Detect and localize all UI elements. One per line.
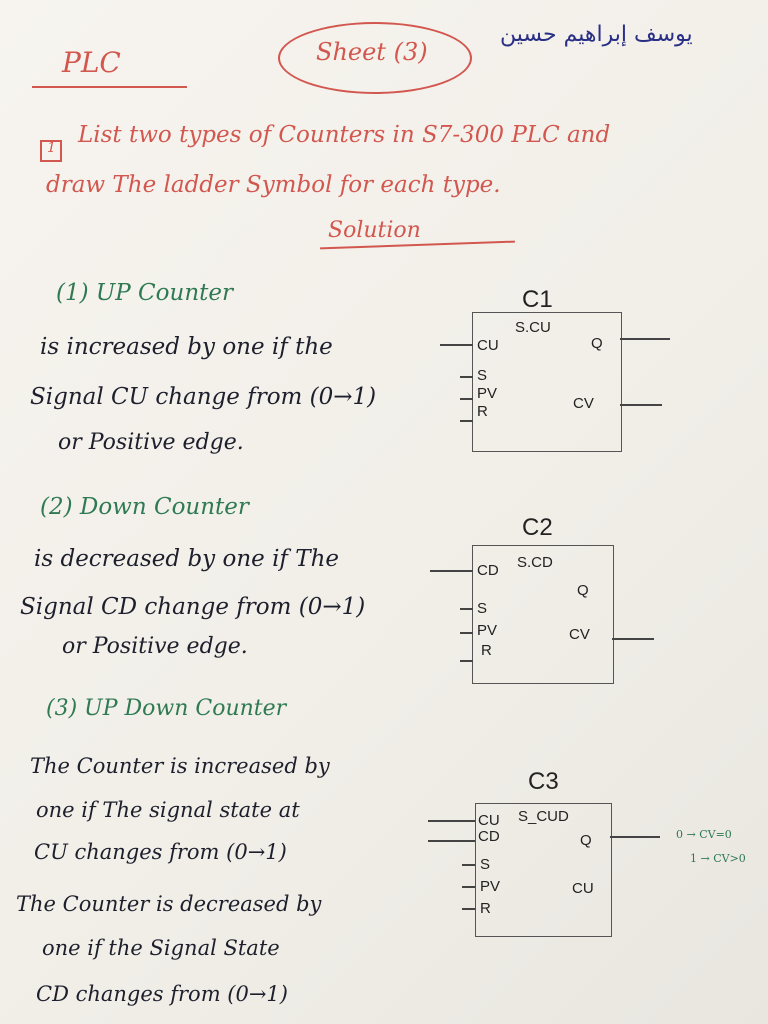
question-line-2: draw The ladder Symbol for each type. bbox=[46, 172, 501, 198]
c3-note-2: 1 → CV>0 bbox=[690, 852, 746, 865]
signature: يوسف إبراهيم حسين bbox=[500, 22, 693, 47]
c3-note-1: 0 → CV=0 bbox=[676, 828, 732, 841]
c3-pin-r bbox=[462, 908, 475, 910]
c3-pin-s bbox=[462, 864, 475, 866]
counter-c1-name: C1 bbox=[522, 286, 553, 313]
counter-c2-name: C2 bbox=[522, 514, 553, 541]
section-1-line-1: is increased by one if the bbox=[40, 334, 333, 360]
c3-pin-q bbox=[610, 836, 660, 838]
c1-out-cv: CV bbox=[573, 395, 594, 412]
section-1-title: (1) UP Counter bbox=[56, 280, 233, 306]
c2-pin-r bbox=[460, 660, 473, 662]
title-underline bbox=[32, 86, 187, 88]
section-3-line-1: The Counter is increased by bbox=[30, 754, 330, 778]
section-3-line-2: one if The signal state at bbox=[36, 798, 300, 822]
counter-c2-block: S.CD CD S PV R Q CV bbox=[472, 545, 614, 684]
c3-pin-cu bbox=[428, 820, 475, 822]
c1-pin-pv bbox=[460, 398, 473, 400]
c1-pin-r bbox=[460, 420, 473, 422]
c2-pin-pv bbox=[460, 632, 473, 634]
section-3-line-5: one if the Signal State bbox=[42, 936, 280, 960]
c3-in-cu: CU bbox=[478, 812, 500, 829]
c3-in-s: S bbox=[480, 856, 491, 873]
c1-in-r: R bbox=[477, 403, 488, 420]
c2-in-pv: PV bbox=[477, 622, 498, 639]
c3-type: S_CUD bbox=[518, 808, 569, 825]
c2-in-s: S bbox=[477, 600, 488, 617]
counter-c3-name: C3 bbox=[528, 768, 559, 795]
section-3-line-4: The Counter is decreased by bbox=[16, 892, 322, 916]
question-number-box: 1 bbox=[40, 140, 62, 162]
counter-c3-block: S_CUD CU CD S PV R Q CU bbox=[475, 803, 612, 937]
section-2-line-3: or Positive edge. bbox=[62, 634, 248, 659]
section-1-line-3: or Positive edge. bbox=[58, 430, 244, 455]
c2-pin-cv bbox=[612, 638, 654, 640]
c2-out-cv: CV bbox=[569, 626, 590, 643]
sheet-label: Sheet (3) bbox=[316, 38, 428, 66]
c2-out-q: Q bbox=[577, 582, 589, 599]
c3-in-cd: CD bbox=[478, 828, 500, 845]
section-2-title: (2) Down Counter bbox=[40, 494, 249, 520]
c1-pin-cv bbox=[620, 404, 662, 406]
question-line-1: List two types of Counters in S7-300 PLC… bbox=[78, 122, 611, 148]
sheet-ellipse bbox=[278, 22, 472, 94]
section-2-line-2: Signal CD change from (0→1) bbox=[20, 594, 366, 620]
question-number: 1 bbox=[47, 140, 56, 156]
section-1-line-2: Signal CU change from (0→1) bbox=[30, 384, 377, 410]
section-3-line-6: CD changes from (0→1) bbox=[36, 982, 288, 1006]
c1-pin-cu bbox=[440, 344, 473, 346]
c1-in-pv: PV bbox=[477, 385, 498, 402]
c2-in-cd: CD bbox=[477, 562, 499, 579]
section-3-line-3: CU changes from (0→1) bbox=[34, 840, 287, 864]
c3-out-cu: CU bbox=[572, 880, 594, 897]
c2-in-r: R bbox=[481, 642, 492, 659]
subject-title: PLC bbox=[62, 46, 121, 79]
c1-type: S.CU bbox=[515, 319, 551, 336]
c3-out-q: Q bbox=[580, 832, 592, 849]
c2-pin-s bbox=[460, 608, 473, 610]
c2-type: S.CD bbox=[517, 554, 553, 571]
c1-pin-s bbox=[460, 376, 473, 378]
c1-in-cu: CU bbox=[477, 337, 499, 354]
counter-c1-block: S.CU CU S PV R Q CV bbox=[472, 312, 622, 452]
c3-in-r: R bbox=[480, 900, 491, 917]
solution-heading: Solution bbox=[328, 218, 421, 243]
c1-pin-q bbox=[620, 338, 670, 340]
c1-in-s: S bbox=[477, 367, 488, 384]
c3-pin-cd bbox=[428, 840, 475, 842]
section-3-title: (3) UP Down Counter bbox=[46, 696, 287, 721]
section-2-line-1: is decreased by one if The bbox=[34, 546, 340, 572]
c3-in-pv: PV bbox=[480, 878, 501, 895]
c1-out-q: Q bbox=[591, 335, 603, 352]
c2-pin-cd bbox=[430, 570, 473, 572]
c3-pin-pv bbox=[462, 886, 475, 888]
